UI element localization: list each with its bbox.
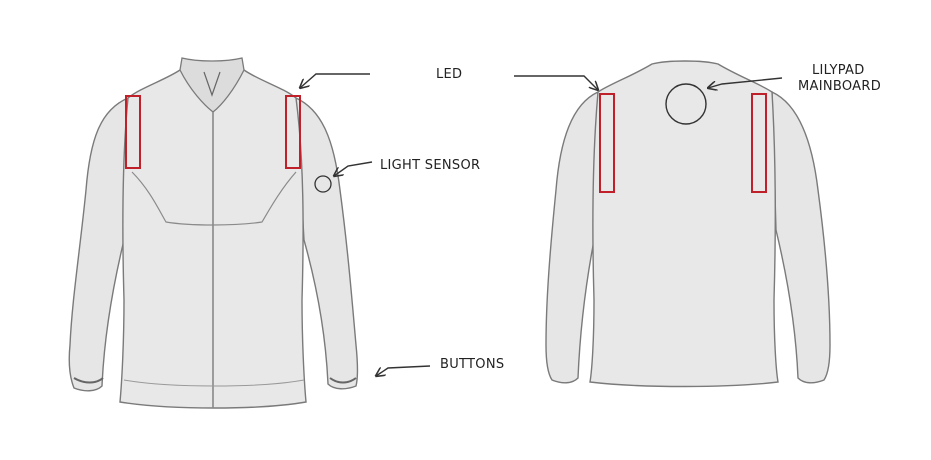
back-right-sleeve [772, 92, 830, 383]
label-led: LED [436, 66, 462, 83]
back-jacket [546, 61, 830, 387]
arrow-led-back [514, 76, 598, 90]
front-right-sleeve [296, 98, 358, 389]
label-lilypad-line1: LILYPAD [812, 62, 865, 79]
label-lilypad-line2: MAINBOARD [798, 78, 881, 95]
front-jacket [69, 58, 357, 408]
back-left-sleeve [546, 92, 598, 383]
arrow-buttons [376, 366, 430, 376]
label-light-sensor: LIGHT SENSOR [380, 157, 480, 174]
arrow-led-front [300, 74, 370, 88]
front-left-sleeve [69, 98, 128, 391]
back-body [590, 61, 778, 387]
arrow-light-sensor [334, 162, 372, 176]
label-buttons: BUTTONS [440, 356, 504, 373]
